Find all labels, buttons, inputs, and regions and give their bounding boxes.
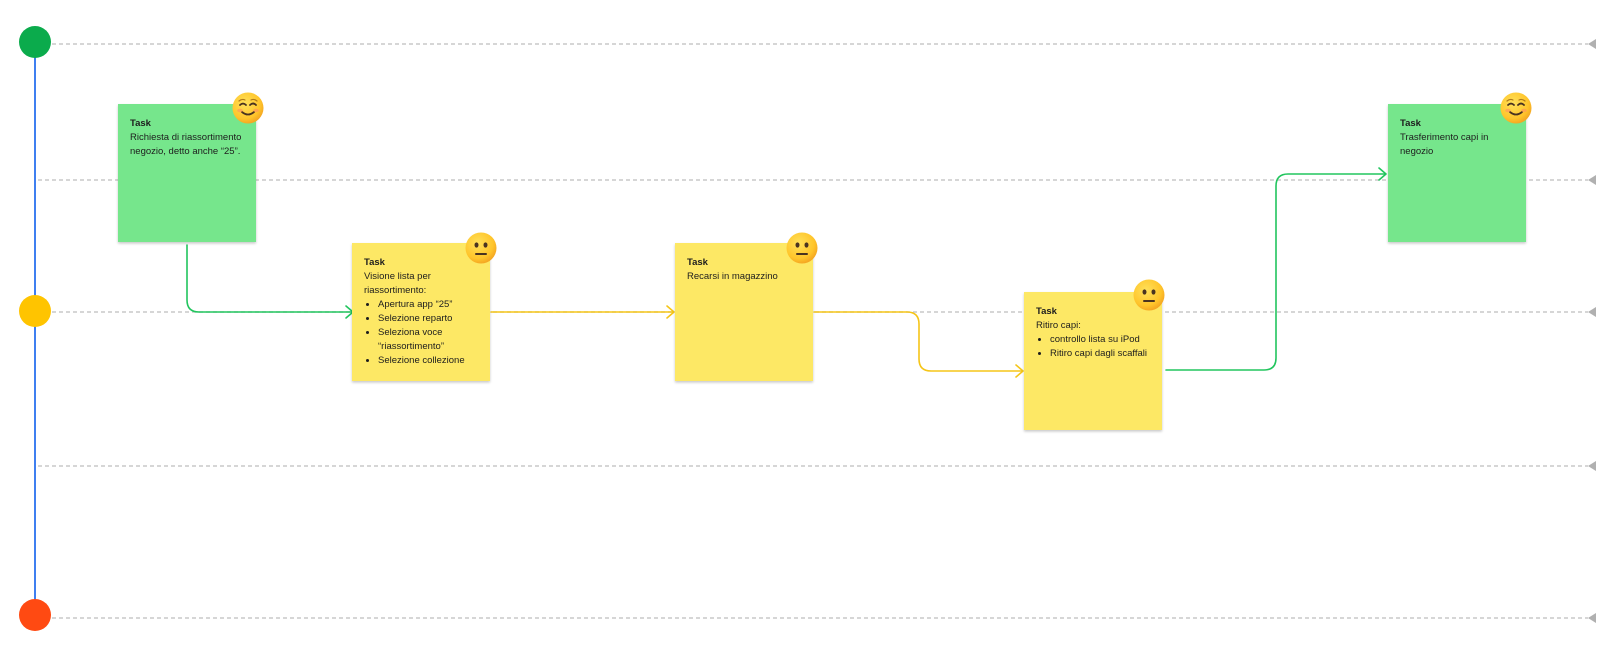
task-list-item: Selezione reparto xyxy=(378,312,478,326)
task-title: Task xyxy=(130,118,151,129)
connector-arrowhead-icon xyxy=(1015,364,1024,378)
neutral-face-icon xyxy=(786,232,818,264)
guide-arrow-icon xyxy=(1588,39,1596,49)
positive-lane-marker xyxy=(19,26,51,58)
task-sticky-note[interactable]: Task Ritiro capi: controllo lista su iPo… xyxy=(1024,292,1162,430)
task-title: Task xyxy=(1036,306,1057,317)
connector-task3-task4 xyxy=(813,311,1023,372)
guide-arrow-icon xyxy=(1588,307,1596,317)
task-text: Richiesta di riassortimento negozio, det… xyxy=(130,132,242,157)
connector-arrowhead-icon xyxy=(1378,167,1387,181)
task-list-item: Selezione collezione xyxy=(378,354,478,368)
task-list-item: Seleziona voce “riassortimento” xyxy=(378,326,478,354)
neutral-lane-marker xyxy=(19,295,51,327)
task-text: Ritiro capi: xyxy=(1036,320,1081,331)
task-sticky-note[interactable]: Task Recarsi in magazzino xyxy=(675,243,813,381)
task-text: Visione lista per riassortimento: xyxy=(364,271,431,296)
task-list: controllo lista su iPod Ritiro capi dagl… xyxy=(1036,333,1150,361)
guide-arrow-icon xyxy=(1588,461,1596,471)
task-list: Apertura app “25” Selezione reparto Sele… xyxy=(364,298,478,368)
guide-arrow-icon xyxy=(1588,175,1596,185)
task-title: Task xyxy=(364,257,385,268)
neutral-face-icon xyxy=(1133,279,1165,311)
task-title: Task xyxy=(687,257,708,268)
task-list-item: Ritiro capi dagli scaffali xyxy=(1050,347,1150,361)
connector-task1-task2 xyxy=(186,244,353,313)
connectors xyxy=(186,167,1387,378)
task-text: Recarsi in magazzino xyxy=(687,271,778,282)
neutral-face-icon xyxy=(465,232,497,264)
task-title: Task xyxy=(1400,118,1421,129)
task-list-item: controllo lista su iPod xyxy=(1050,333,1150,347)
task-sticky-note[interactable]: Task Richiesta di riassortimento negozio… xyxy=(118,104,256,242)
task-sticky-note[interactable]: Task Trasferimento capi in negozio xyxy=(1388,104,1526,242)
guide-arrow-icon xyxy=(1588,613,1596,623)
connector-arrowhead-icon xyxy=(666,305,675,319)
connector-task4-task5 xyxy=(1165,173,1386,371)
lane-guides xyxy=(38,39,1596,623)
task-text: Trasferimento capi in negozio xyxy=(1400,132,1489,157)
smiling-face-icon xyxy=(232,92,264,124)
task-sticky-note[interactable]: Task Visione lista per riassortimento: A… xyxy=(352,243,490,381)
task-list-item: Apertura app “25” xyxy=(378,298,478,312)
negative-lane-marker xyxy=(19,599,51,631)
smiling-face-icon xyxy=(1500,92,1532,124)
